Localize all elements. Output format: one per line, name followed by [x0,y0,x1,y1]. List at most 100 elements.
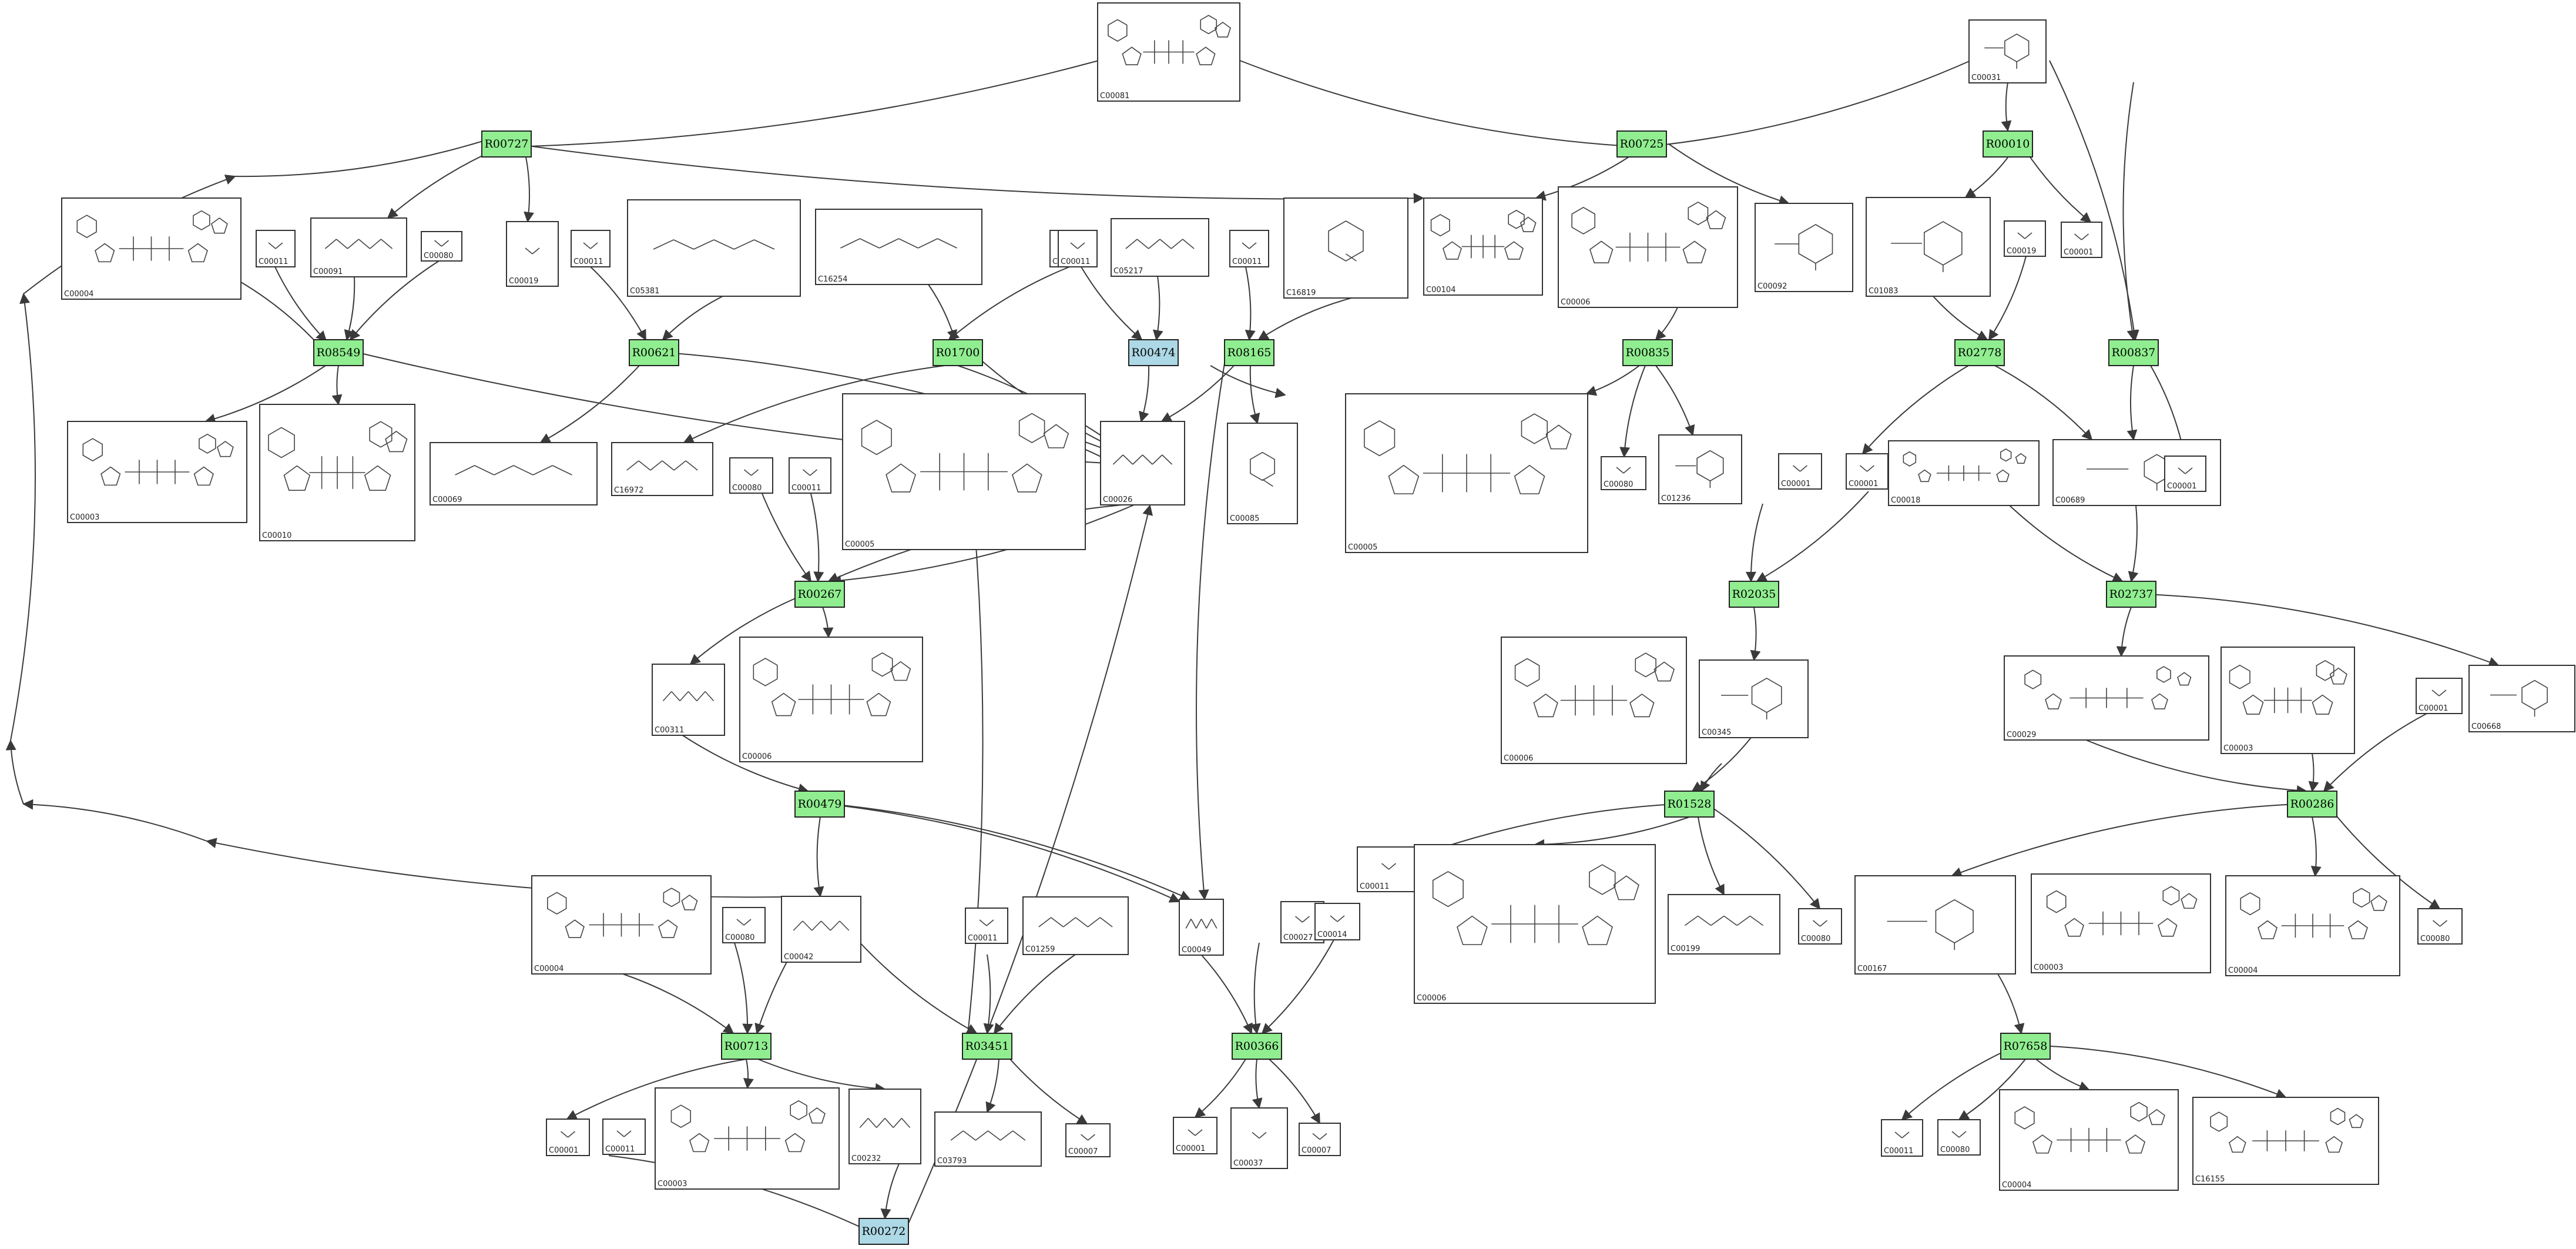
compound-node[interactable]: C00011 [789,457,831,494]
compound-node[interactable]: C00001 [1173,1117,1217,1154]
compound-node[interactable]: C00001 [546,1119,590,1156]
compound-node[interactable]: C00026 [1100,421,1185,505]
compound-node[interactable]: C00001 [2164,456,2206,492]
compound-node[interactable]: C00019 [506,221,559,287]
compound-node[interactable]: C00004 [1999,1089,2179,1191]
compound-node[interactable]: C00004 [2225,875,2400,976]
reaction-node[interactable]: R02737 [2106,581,2156,608]
compound-node[interactable]: C00080 [1601,456,1646,490]
compound-node[interactable]: C01236 [1658,434,1742,504]
reaction-edge [810,493,824,582]
compound-node[interactable]: C00085 [1227,423,1298,524]
compound-node[interactable]: C05381 [627,199,801,297]
compound-node[interactable]: C00104 [1423,197,1543,296]
compound-node[interactable]: C00010 [259,404,415,541]
reaction-node[interactable]: R00286 [2287,791,2337,818]
reaction-node[interactable]: R01700 [933,339,983,366]
compound-node[interactable]: C00003 [67,421,247,523]
compound-node[interactable]: C00037 [1230,1107,1288,1169]
compound-node[interactable]: C00311 [652,664,725,736]
compound-node[interactable]: C00092 [1755,203,1853,292]
compound-node[interactable]: C00042 [781,896,861,963]
compound-node[interactable]: C00001 [2416,678,2463,714]
compound-node[interactable]: C00004 [61,197,242,300]
compound-node[interactable]: C00080 [729,457,773,494]
reaction-node[interactable]: R00713 [721,1033,772,1060]
reaction-node[interactable]: R02778 [1954,339,2005,366]
compound-node[interactable]: C00049 [1179,899,1224,956]
reaction-edge [830,504,1135,586]
compound-node[interactable]: C00011 [256,230,296,267]
compound-node[interactable]: C05217 [1111,218,1209,277]
compound-node[interactable]: C00011 [602,1119,646,1155]
reaction-node[interactable]: R00727 [481,130,532,158]
compound-node[interactable]: C00091 [310,217,407,277]
compound-node[interactable]: C00003 [655,1087,840,1190]
compound-node[interactable]: C00006 [1501,637,1687,764]
structure-drawing [1432,864,1639,945]
reaction-node[interactable]: R00474 [1128,339,1179,366]
reaction-node[interactable]: R00010 [1983,130,2033,158]
compound-node[interactable]: C00005 [1345,393,1588,553]
compound-node[interactable]: C00001 [1846,453,1889,490]
compound-node[interactable]: C00080 [1798,908,1842,945]
compound-node[interactable]: C01083 [1866,197,1991,297]
compound-node[interactable]: C00345 [1699,659,1809,738]
compound-node[interactable]: C00081 [1097,2,1240,102]
compound-node[interactable]: C01259 [1022,896,1129,955]
reaction-node[interactable]: R02035 [1729,581,1779,608]
compound-node[interactable]: C00011 [1058,230,1098,267]
compound-node[interactable]: C16155 [2192,1097,2379,1185]
compound-node[interactable]: C00011 [571,230,611,267]
compound-node[interactable]: C00668 [2468,665,2575,732]
compound-node[interactable]: C00080 [722,907,766,943]
compound-node[interactable]: C00167 [1854,875,2016,975]
reaction-node[interactable]: R00272 [858,1218,909,1245]
reaction-node[interactable]: R00837 [2108,339,2159,366]
reaction-node[interactable]: R00267 [794,581,845,608]
compound-node[interactable]: C00014 [1314,903,1360,940]
compound-node[interactable]: C00004 [531,875,712,975]
compound-node[interactable]: C00011 [965,908,1008,944]
reaction-node[interactable]: R00621 [629,339,679,366]
reaction-box [1232,1033,1282,1060]
compound-node[interactable]: C00011 [1229,230,1269,267]
compound-node[interactable]: C00006 [1558,186,1738,308]
compound-id-label: C05381 [630,287,659,296]
compound-node[interactable]: C00199 [1668,894,1780,955]
reaction-node[interactable]: R00479 [794,791,845,818]
compound-node[interactable]: C00007 [1065,1123,1111,1157]
compound-node[interactable]: C00006 [739,637,923,762]
compound-node[interactable]: C00003 [2031,873,2211,973]
compound-node[interactable]: C16819 [1283,197,1408,299]
reaction-node[interactable]: R07658 [2000,1033,2051,1060]
compound-node[interactable]: C00080 [1937,1119,1981,1156]
reaction-node[interactable]: R08549 [313,339,364,366]
reaction-node[interactable]: R00835 [1622,339,1673,366]
compound-node[interactable]: C00011 [1881,1119,1923,1157]
compound-node[interactable]: C00003 [2221,647,2355,754]
compound-node[interactable]: C00005 [842,393,1086,550]
reaction-node[interactable]: R01528 [1664,791,1715,818]
compound-node[interactable]: C00011 [1357,846,1421,892]
reaction-node[interactable]: R08165 [1224,339,1274,366]
compound-node[interactable]: C00006 [1414,844,1656,1004]
reaction-node[interactable]: R00725 [1616,130,1667,158]
compound-node[interactable]: C00029 [2004,655,2209,741]
reaction-node[interactable]: R00366 [1232,1033,1282,1060]
compound-node[interactable]: C00080 [2417,908,2463,945]
compound-node[interactable]: C16972 [611,442,713,496]
compound-node[interactable]: C00069 [430,442,598,505]
compound-node[interactable]: C00080 [421,231,462,262]
reaction-node[interactable]: R03451 [962,1033,1012,1060]
compound-node[interactable]: C00001 [2061,222,2102,258]
compound-node[interactable]: C16254 [815,209,982,285]
compound-node[interactable]: C00019 [2004,220,2046,257]
compound-node[interactable]: C00018 [1888,440,2040,506]
compound-node[interactable]: C03793 [934,1111,1042,1167]
compound-node[interactable]: C00001 [1778,453,1822,490]
reaction-edge [1535,156,1629,201]
compound-node[interactable]: C00232 [848,1089,921,1164]
compound-node[interactable]: C00031 [1968,19,2047,83]
compound-node[interactable]: C00007 [1299,1123,1341,1156]
